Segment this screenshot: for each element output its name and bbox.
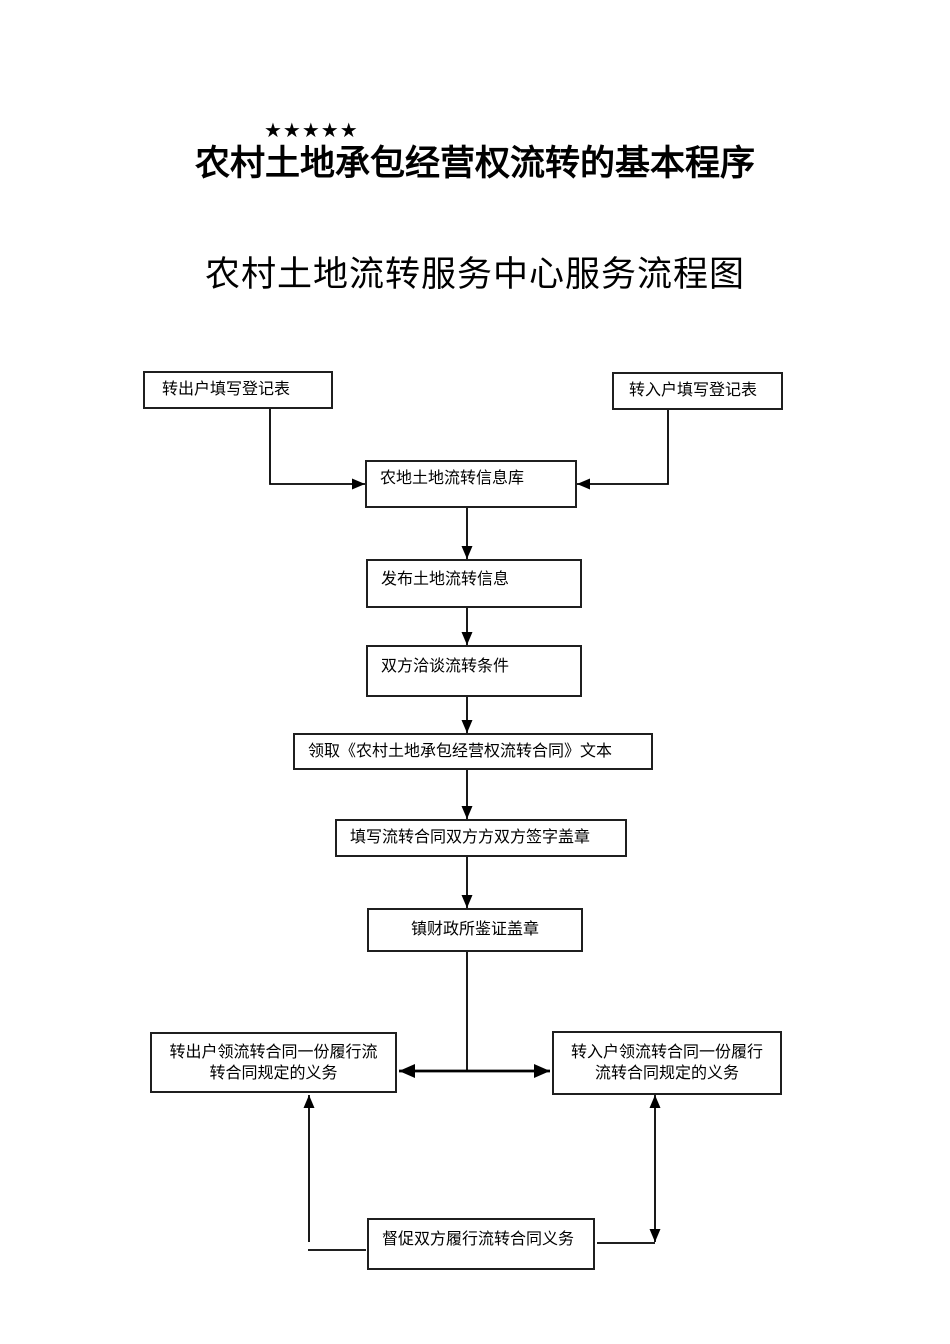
star-rating-icon: ★★★★★: [264, 118, 359, 142]
flow-box-label-line1: 转出户领流转合同一份履行流: [169, 1043, 378, 1061]
flow-box-transfer-out-duty: 转出户领流转合同一份履行流 转合同规定的义务: [150, 1032, 397, 1093]
flow-box-town-finance-office-seal: 镇财政所鉴证盖章: [367, 908, 583, 952]
flow-box-fill-contract-sign-seal: 填写流转合同双方方双方签字盖章: [335, 819, 627, 857]
flow-box-label: 填写流转合同双方方双方签字盖章: [350, 829, 591, 846]
page-title: 农村土地承包经营权流转的基本程序: [194, 144, 755, 183]
flow-box-label-line1: 转入户领流转合同一份履行: [570, 1044, 763, 1061]
flow-box-label: 转出户填写登记表: [162, 381, 291, 398]
flow-box-label: 转入户填写登记表: [629, 382, 758, 399]
flow-box-transfer-in-duty: 转入户领流转合同一份履行 流转合同规定的义务: [552, 1031, 782, 1095]
flow-box-transfer-out-registration: 转出户填写登记表: [143, 371, 333, 409]
flow-box-label: 领取《农村土地承包经营权流转合同》文本: [308, 742, 613, 760]
flow-box-label: 镇财政所鉴证盖章: [410, 921, 539, 938]
flow-box-publish-transfer-info: 发布土地流转信息: [366, 559, 582, 608]
flow-box-negotiate-conditions: 双方洽谈流转条件: [366, 645, 582, 697]
flow-box-label: 发布土地流转信息: [381, 571, 510, 588]
flow-box-label: 督促双方履行流转合同义务: [382, 1231, 575, 1248]
flow-box-label-line2: 转合同规定的义务: [209, 1064, 338, 1082]
connector-outreg-to-infodb: [269, 409, 365, 490]
flow-box-label: 农地土地流转信息库: [380, 470, 525, 487]
flow-box-label-line2: 流转合同规定的义务: [594, 1065, 739, 1082]
flowchart-subtitle: 农村土地流转服务中心服务流程图: [204, 255, 745, 294]
connector-inreg-to-infodb: [577, 409, 669, 490]
flow-box-land-transfer-info-database: 农地土地流转信息库: [365, 460, 577, 508]
flow-box-supervise-performance: 督促双方履行流转合同义务: [367, 1218, 595, 1270]
flow-box-receive-contract-text: 领取《农村土地承包经营权流转合同》文本: [293, 733, 653, 770]
flow-box-label: 双方洽谈流转条件: [381, 658, 510, 675]
flow-box-transfer-in-registration: 转入户填写登记表: [612, 372, 783, 410]
